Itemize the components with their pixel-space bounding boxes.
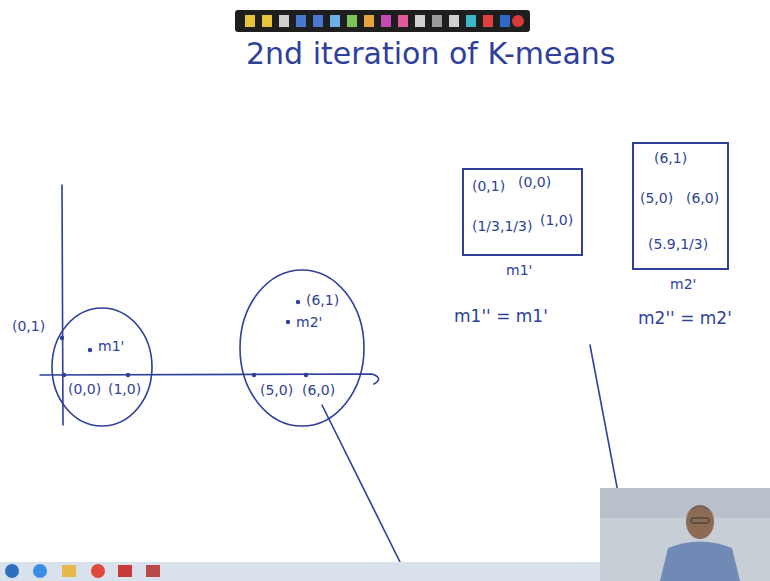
cluster-box: (6,1)(5,0)(6,0)(5.9,1/3)m2': [632, 142, 729, 270]
presenter-glasses: [691, 518, 709, 523]
data-point: [304, 373, 308, 377]
tool-icon: [364, 15, 374, 27]
taskbar-icon: [33, 564, 47, 578]
tool-icon: [500, 15, 510, 27]
cluster-outline: [52, 308, 152, 426]
mean-equation: m2'' = m2': [636, 308, 734, 328]
video-frame: [600, 488, 770, 581]
data-point: [60, 336, 64, 340]
tool-icon: [296, 15, 306, 27]
point-label: (1/3,1/3): [470, 218, 534, 235]
point-label: (6,0): [684, 190, 721, 207]
cluster-box: (0,1)(0,0)(1/3,1/3)(1,0)m1': [462, 168, 583, 256]
tool-icon: [262, 15, 272, 27]
tool-icon: [415, 15, 425, 27]
point-label: (6,0): [300, 382, 337, 399]
mean-label: m1': [504, 262, 534, 279]
point-label: (6,1): [652, 150, 689, 167]
point-label: (1,0): [538, 212, 575, 229]
taskbar: [0, 562, 600, 581]
data-point: [126, 373, 130, 377]
point-label: m1': [96, 338, 126, 355]
tool-icon: [398, 15, 408, 27]
taskbar-icon: [91, 564, 105, 578]
cluster-outline: [52, 308, 152, 426]
tool-icon: [381, 15, 391, 27]
presenter-body: [660, 542, 740, 581]
data-point: [62, 373, 66, 377]
data-point: [88, 348, 92, 352]
point-label: (0,1): [10, 318, 47, 335]
data-point: [286, 320, 290, 324]
video-inset: [600, 488, 770, 581]
pen-stroke: [322, 405, 402, 566]
tool-icon: [330, 15, 340, 27]
taskbar-icon: [62, 565, 76, 577]
data-point: [252, 373, 256, 377]
toolbar: [235, 10, 530, 32]
tool-icon: [512, 15, 524, 27]
toolbar-bar: [235, 10, 530, 32]
point-label: (0,0): [516, 174, 553, 191]
mean-equation: m1'' = m1': [452, 306, 550, 326]
point-label: (5,0): [258, 382, 295, 399]
point-label: (5.9,1/3): [646, 236, 710, 253]
cluster-ellipse: (6,1) m2' (5,0) (6,0): [240, 270, 364, 426]
cluster-outline: [240, 270, 364, 426]
tool-icon: [245, 15, 255, 27]
y-axis: [62, 185, 63, 425]
taskbar-icon: [118, 565, 132, 577]
slide-title: 2nd iteration of K-means: [244, 36, 617, 72]
tool-icon: [449, 15, 459, 27]
tool-icon: [279, 15, 289, 27]
point-label: (5,0): [638, 190, 675, 207]
presenter-head: [686, 505, 714, 539]
point-label: (1,0): [106, 381, 143, 398]
taskbar-icon: [146, 565, 160, 577]
tool-icon: [466, 15, 476, 27]
video-backdrop: [600, 488, 770, 518]
cluster-ellipse: (0,1)m1'(0,0)(1,0): [52, 308, 152, 426]
taskbar-bar: [0, 562, 600, 581]
tool-icon: [483, 15, 493, 27]
ink-strokes: [40, 185, 632, 566]
point-label: (6,1): [304, 292, 341, 309]
point-label: (0,0): [66, 381, 103, 398]
tool-icon: [347, 15, 357, 27]
taskbar-icon: [5, 564, 19, 578]
tool-icon: [313, 15, 323, 27]
cluster-outline: [240, 270, 364, 426]
presenter-hair: [686, 506, 714, 515]
mean-label: m2': [668, 276, 698, 293]
point-label: (0,1): [470, 178, 507, 195]
tool-icon: [432, 15, 442, 27]
data-point: [296, 300, 300, 304]
point-label: m2': [294, 314, 324, 331]
